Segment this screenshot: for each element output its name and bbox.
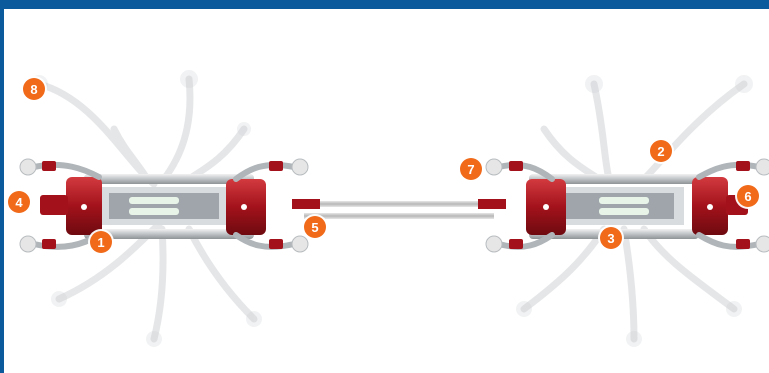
- callout-4[interactable]: 4: [8, 191, 30, 213]
- callout-5[interactable]: 5: [304, 216, 326, 238]
- assembly-illustration: [4, 9, 769, 373]
- axle: [292, 199, 506, 219]
- callout-2[interactable]: 2: [650, 140, 672, 162]
- left-assembly: [20, 159, 308, 252]
- callout-8[interactable]: 8: [23, 78, 45, 100]
- right-assembly: [486, 159, 769, 252]
- callout-1[interactable]: 1: [90, 231, 112, 253]
- callout-7[interactable]: 7: [460, 158, 482, 180]
- illustration-frame: 1 2 3 4 5 6 7 8: [4, 9, 769, 373]
- callout-6[interactable]: 6: [737, 185, 759, 207]
- callout-3[interactable]: 3: [600, 227, 622, 249]
